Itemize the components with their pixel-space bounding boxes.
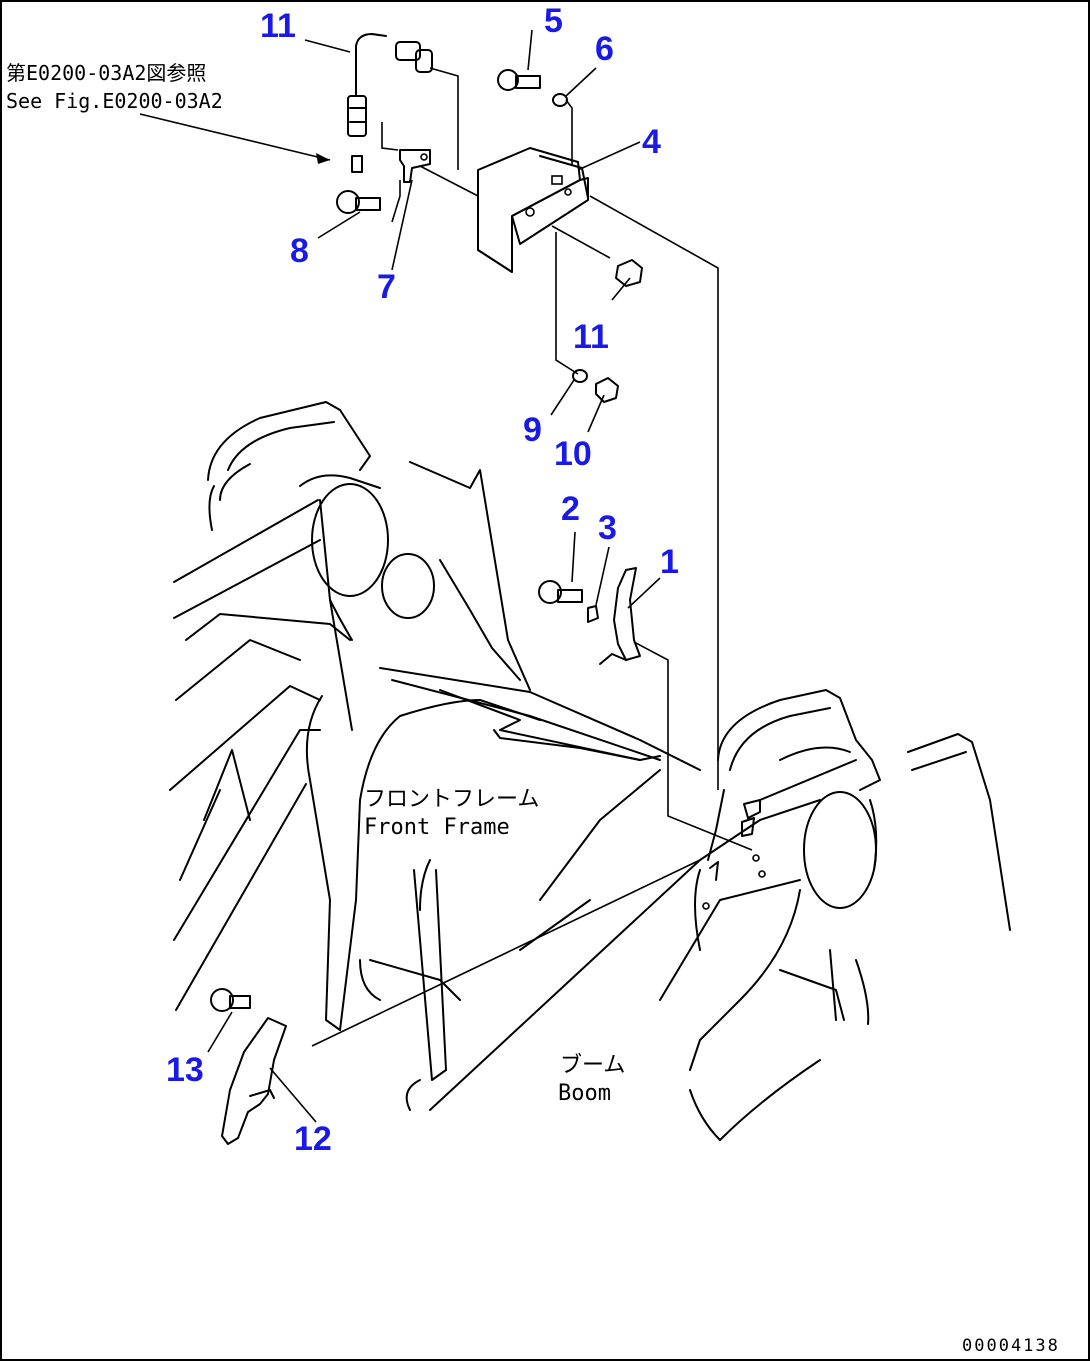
callout-4: 4	[642, 123, 661, 161]
callout-5: 5	[544, 2, 563, 40]
cover-plates	[221, 567, 641, 1145]
drawing-code: 00004138	[962, 1336, 1060, 1356]
reference-note-en: See Fig.E0200-03A2	[6, 89, 223, 113]
callout-2: 2	[561, 490, 580, 528]
callout-12: 12	[294, 1120, 332, 1158]
callout-9: 9	[523, 411, 542, 449]
boom-label-en: Boom	[558, 1081, 611, 1106]
lamp-assembly	[477, 147, 589, 273]
callout-11-top: 11	[260, 7, 296, 45]
front-frame-label-jp: フロントフレーム	[364, 787, 539, 812]
reference-note-jp: 第E0200-03A2図参照	[6, 61, 206, 85]
boom-and-frame	[169, 401, 1011, 1141]
callout-3: 3	[598, 509, 617, 547]
callout-11-lower: 11	[573, 318, 609, 356]
hardware	[210, 33, 643, 1012]
callout-6: 6	[595, 30, 614, 68]
callout-7: 7	[377, 268, 396, 306]
callout-10: 10	[554, 435, 592, 473]
callout-13: 13	[166, 1051, 204, 1089]
callout-8: 8	[290, 232, 309, 270]
boom-label-jp: ブーム	[560, 1053, 625, 1078]
callout-1: 1	[660, 543, 679, 581]
leader-lines	[139, 29, 753, 1123]
front-frame-label-en: Front Frame	[364, 815, 510, 840]
